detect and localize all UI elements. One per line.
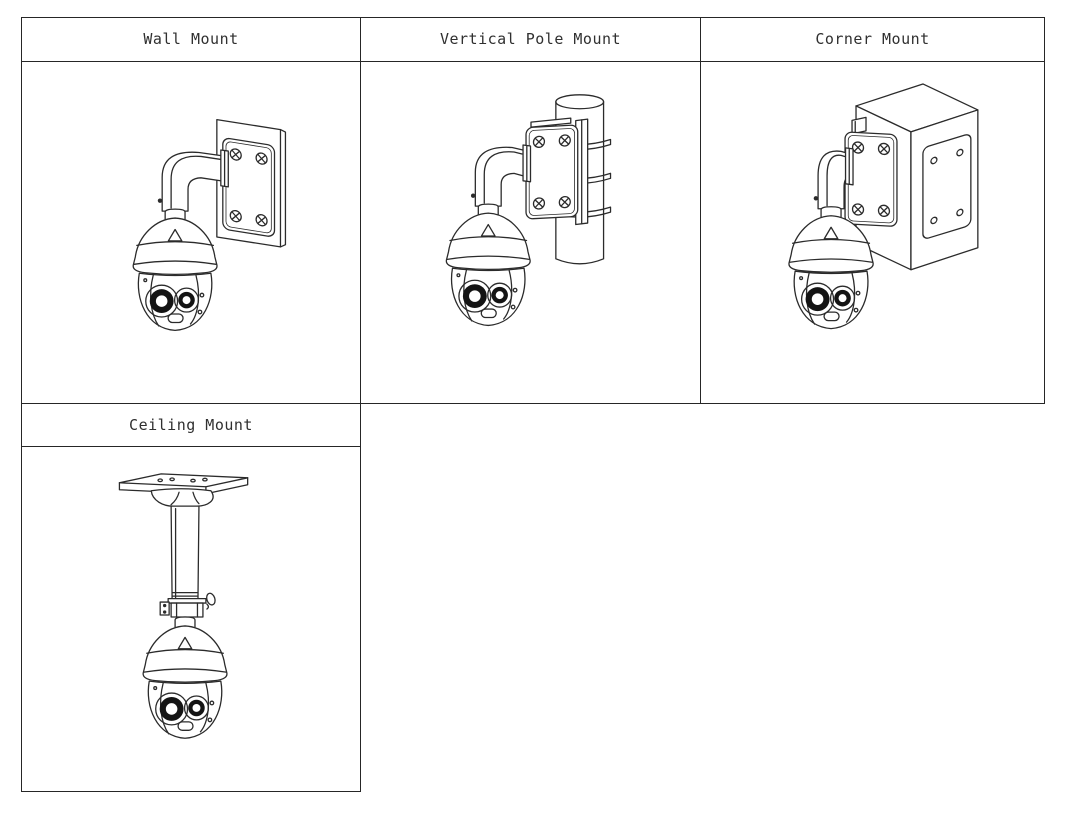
header-cell-vertical-pole-mount: Vertical Pole Mount <box>361 18 701 62</box>
pole-plate-bracket <box>525 123 579 220</box>
corner-mount-illustration <box>788 82 979 329</box>
vertical-pole-mount-illustration <box>445 93 612 326</box>
ptz-camera <box>445 203 531 326</box>
ptz-camera <box>132 207 218 331</box>
pendant-tube <box>170 505 200 601</box>
ceiling-mount-illustration <box>118 473 249 739</box>
header-cell-ceiling-mount: Ceiling Mount <box>22 404 360 447</box>
vertical-pole-mount-label: Vertical Pole Mount <box>439 30 622 49</box>
corner-side-plate <box>922 133 972 239</box>
illustration-cell-corner-mount <box>701 62 1044 404</box>
ptz-camera <box>142 616 228 739</box>
mounts-table: Wall Mount Vertical Pole Mount Corner Mo… <box>21 17 1045 404</box>
corner-top-tab <box>851 116 867 135</box>
corner-mount-label: Corner Mount <box>815 30 930 49</box>
header-cell-corner-mount: Corner Mount <box>701 18 1044 62</box>
bracket-arm <box>470 143 532 207</box>
pendant-hub <box>150 488 214 507</box>
bracket-arm <box>813 146 854 209</box>
ceiling-mount-table: Ceiling Mount <box>21 402 361 792</box>
illustration-cell-vertical-pole-mount <box>361 61 701 403</box>
illustration-cell-wall-mount <box>22 61 361 403</box>
bracket-arm <box>157 148 229 212</box>
tube-clamp-collar <box>159 592 216 618</box>
wall-mount-illustration <box>132 118 287 331</box>
header-cell-wall-mount: Wall Mount <box>22 18 361 62</box>
wall-mount-label: Wall Mount <box>143 30 239 49</box>
wall-plate-bracket <box>222 136 276 238</box>
illustration-cell-ceiling-mount <box>22 447 360 791</box>
ceiling-mount-label: Ceiling Mount <box>129 415 253 434</box>
